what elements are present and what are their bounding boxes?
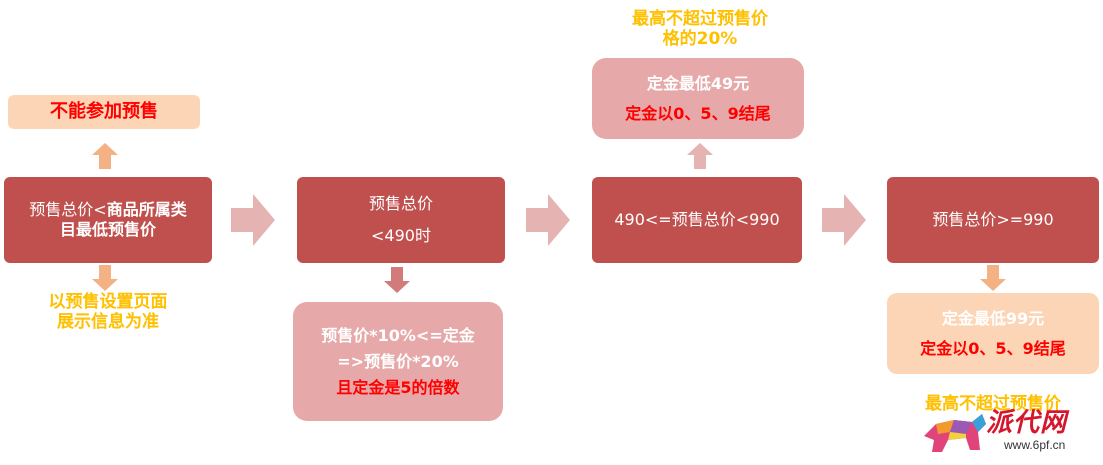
box1-line2: 目最低预售价	[59, 220, 156, 239]
right-arrow-icon	[231, 194, 275, 246]
box2-rule-line1: 预售价*10%<=定金	[321, 325, 475, 345]
right-arrow-icon	[526, 194, 570, 246]
box-under-490: 预售总价 <490时	[297, 177, 505, 263]
box3-note-line1: 最高不超过预售价	[632, 9, 768, 29]
bull-logo-icon	[924, 414, 986, 452]
watermark-url: www.6pf.cn	[1004, 438, 1066, 452]
box4-deposit-rule: 定金最低99元 定金以0、5、9结尾	[887, 293, 1099, 374]
box2-line2: <490时	[371, 226, 431, 245]
box1-bold1: 商品所属类	[106, 200, 187, 219]
box4-note: 最高不超过预售价	[893, 394, 1093, 414]
box3-note-line2: 格的20%	[662, 29, 738, 50]
watermark-brand: 派代网	[986, 408, 1068, 438]
box4-note-line1: 最高不超过预售价	[925, 394, 1061, 414]
box4-text: 预售总价>=990	[932, 210, 1054, 229]
cannot-presale-text: 不能参加预售	[50, 100, 158, 122]
box4-rule-line1: 定金最低99元	[941, 308, 1045, 328]
up-arrow-icon	[92, 143, 118, 169]
box1-line1: 预售总价<商品所属类	[29, 200, 186, 220]
box3-deposit-rule: 定金最低49元 定金以0、5、9结尾	[592, 58, 804, 139]
down-arrow-icon	[92, 265, 118, 291]
box-490-to-990: 490<=预售总价<990	[592, 177, 802, 263]
box1-note-line2: 展示信息为准	[57, 312, 159, 333]
box-over-990: 预售总价>=990	[887, 177, 1099, 263]
box3-text: 490<=预售总价<990	[614, 210, 780, 229]
box1-prefix: 预售总价<	[29, 200, 107, 219]
box1-note-line1: 以预售设置页面	[48, 292, 168, 312]
box2-rule-line2: =>预售价*20%	[337, 351, 459, 371]
box2-deposit-rule: 预售价*10%<=定金 =>预售价*20% 且定金是5的倍数	[293, 302, 503, 421]
box1-note: 以预售设置页面 展示信息为准	[12, 292, 204, 333]
box3-rule-line1: 定金最低49元	[646, 73, 750, 93]
down-arrow-icon	[384, 267, 410, 293]
box3-note: 最高不超过预售价 格的20%	[597, 9, 803, 50]
box2-rule-line3: 且定金是5的倍数	[336, 377, 460, 397]
right-arrow-icon	[822, 194, 866, 246]
watermark: 派代网 www.6pf.cn	[920, 400, 1098, 462]
down-arrow-icon	[980, 265, 1006, 291]
box3-rule-line2: 定金以0、5、9结尾	[625, 103, 771, 123]
box2-line1: 预售总价	[368, 194, 433, 213]
box4-rule-line2: 定金以0、5、9结尾	[920, 338, 1066, 358]
cannot-presale-box: 不能参加预售	[8, 95, 200, 129]
box-min-price-compare: 预售总价<商品所属类 目最低预售价	[4, 177, 212, 263]
up-arrow-icon	[687, 143, 713, 169]
